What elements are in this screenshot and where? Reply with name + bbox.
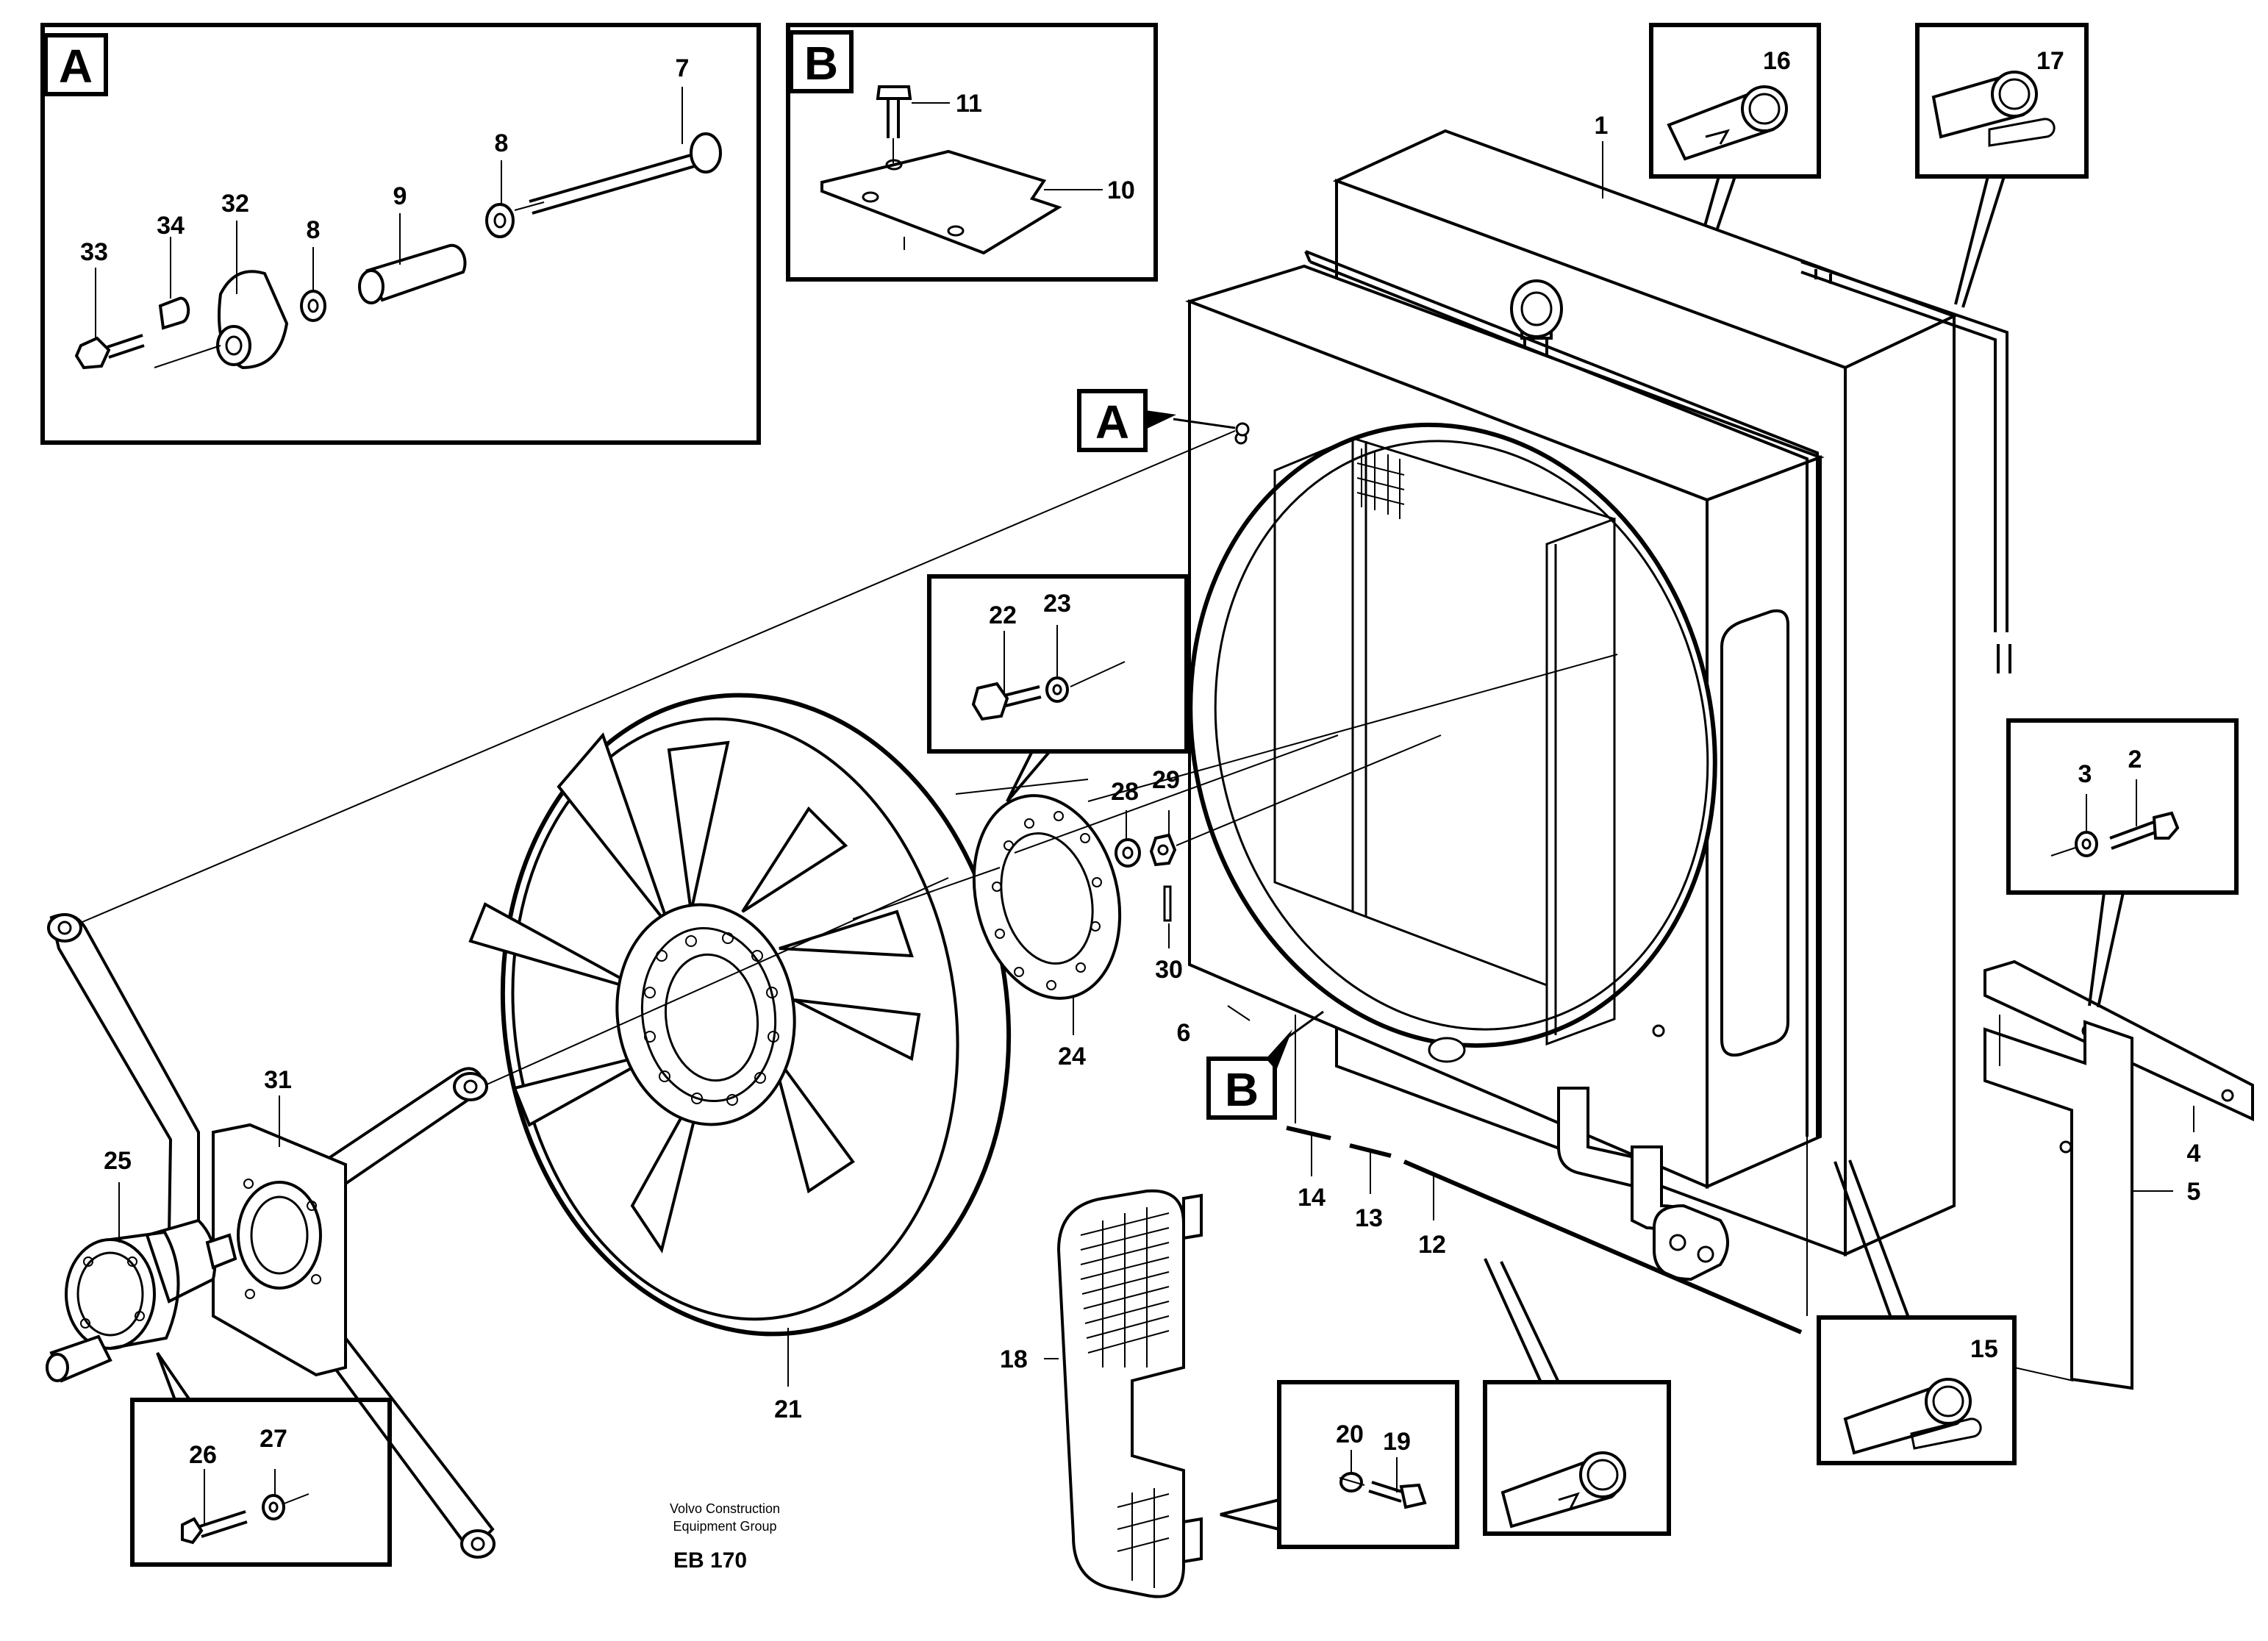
seal-17-strip [1800,260,2011,673]
label-20: 20 [1336,1420,1364,1448]
leader-6 [1227,1005,1251,1021]
label-33: 33 [80,238,108,266]
detail-a-label: A [59,40,93,93]
label-2: 2 [2128,746,2142,773]
label-11: 11 [956,90,982,118]
spacer-34 [158,296,190,330]
label-27: 27 [260,1425,287,1453]
stay-rod [322,1067,496,1559]
plate-5 [1983,1020,2133,1390]
label-18: 18 [1000,1345,1028,1373]
seal-strips: 14 13 12 [1286,1126,1803,1334]
nut-29 [1149,833,1177,867]
label-10: 10 [1107,176,1135,204]
detail-box-b: B 11 10 [786,23,1158,282]
label-5: 5 [2187,1178,2201,1206]
label-15: 15 [1970,1335,1998,1363]
label-4: 4 [2187,1140,2201,1168]
footer-company-line2: Equipment Group [673,1519,776,1534]
label-8-left: 8 [307,216,321,244]
callout-b-marker: B [1206,1010,1324,1120]
label-16: 16 [1763,47,1791,75]
label-23: 23 [1043,590,1071,618]
guard-18: 18 [1000,1189,1203,1598]
label-14: 14 [1298,1184,1326,1212]
bolt-7 [514,132,722,215]
detail-box-a: A [40,23,761,445]
bolt-33 [74,334,145,370]
washer-28 [1115,838,1141,868]
fan-21: 21 [468,693,1012,1423]
bracket-31: 31 [212,1066,347,1377]
label-7: 7 [676,54,690,82]
fan-shroud-6 [1184,250,1825,1190]
footer-drawing-code: EB 170 [673,1548,747,1573]
washer-8-left [300,290,326,322]
footer: Volvo Construction Equipment Group EB 17… [670,1501,780,1573]
plate-10 [820,149,1062,255]
bracket-32 [216,270,289,370]
label-30: 30 [1155,956,1183,984]
flange-24: 24 [972,794,1122,1070]
label-17: 17 [2036,47,2064,75]
pin-30 [1163,885,1172,922]
detail-box-19-20: 20 19 [1220,1380,1459,1549]
callout-a-text: A [1095,396,1129,448]
label-32: 32 [221,190,249,218]
label-31: 31 [264,1066,292,1094]
hydraulic-motor-25: 25 [46,1147,237,1383]
sleeve-9 [358,243,467,304]
stay-arm [47,913,200,1237]
label-13: 13 [1355,1204,1383,1232]
footer-company-line1: Volvo Construction [670,1501,780,1516]
label-26: 26 [189,1441,217,1469]
label-21: 21 [774,1395,802,1423]
label-22: 22 [989,601,1017,629]
detail-box-15: 15 [1817,1159,2017,1465]
radiator-outlet-pipe [1557,1087,1729,1281]
label-1: 1 [1595,112,1609,140]
label-25: 25 [104,1147,132,1175]
label-24: 24 [1058,1043,1086,1070]
label-19: 19 [1383,1428,1411,1456]
label-8-right: 8 [495,129,509,157]
detail-box-26-27: 26 27 [130,1351,392,1567]
detail-box-2-3: 3 2 [2006,718,2239,1008]
detail-box-17: 17 [1915,23,2089,308]
callout-a-marker: A [1077,389,1250,452]
bolt-11 [876,85,912,100]
detail-b-label: B [804,37,838,90]
label-6: 6 [1177,1019,1191,1047]
label-12: 12 [1418,1231,1446,1259]
callout-b-text: B [1225,1063,1259,1116]
label-3: 3 [2078,760,2092,788]
assembly-lines [82,430,2074,1381]
detail-box-22-23: 22 23 [927,574,1189,803]
label-9: 9 [393,182,407,210]
washer-8-right [485,203,515,238]
label-34: 34 [157,212,185,240]
detail-box-seal-12 [1483,1258,1671,1536]
